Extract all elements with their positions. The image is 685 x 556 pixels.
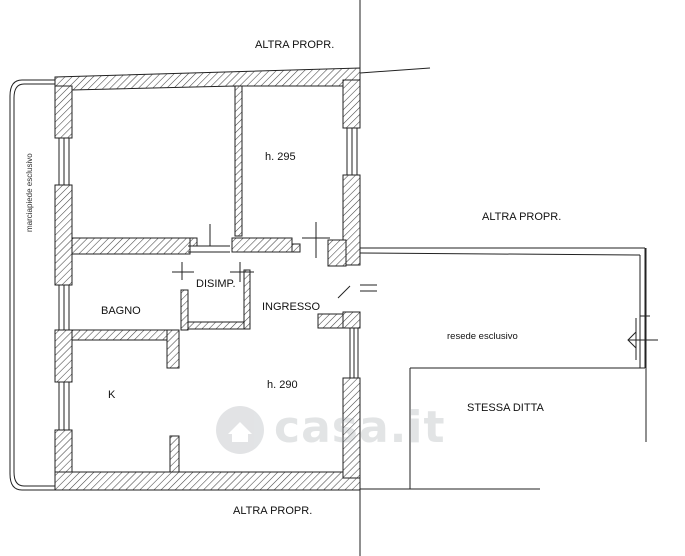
walls bbox=[54, 67, 361, 491]
room-height-label-bottom: h. 290 bbox=[267, 379, 298, 391]
hallway-label: DISIMP. bbox=[196, 278, 236, 290]
property-lines bbox=[337, 0, 647, 556]
entrance-label: INGRESSO bbox=[262, 301, 321, 313]
courtyard-label: resede esclusivo bbox=[447, 331, 518, 342]
kitchen-label: K bbox=[108, 389, 116, 401]
watermark-logo bbox=[216, 406, 264, 454]
door-markers bbox=[172, 222, 658, 360]
same-owner-label: STESSA DITTA bbox=[467, 402, 544, 414]
bathroom-label: BAGNO bbox=[101, 305, 141, 317]
sidewalk-outline bbox=[9, 79, 56, 491]
room-height-label-top: h. 295 bbox=[265, 151, 296, 163]
sidewalk-label: marciapiede esclusivo bbox=[25, 153, 34, 232]
windows bbox=[58, 127, 359, 431]
bottom-neighbor-label: ALTRA PROPR. bbox=[233, 505, 313, 517]
right-neighbor-label: ALTRA PROPR. bbox=[482, 211, 562, 223]
top-neighbor-label: ALTRA PROPR. bbox=[255, 39, 335, 51]
